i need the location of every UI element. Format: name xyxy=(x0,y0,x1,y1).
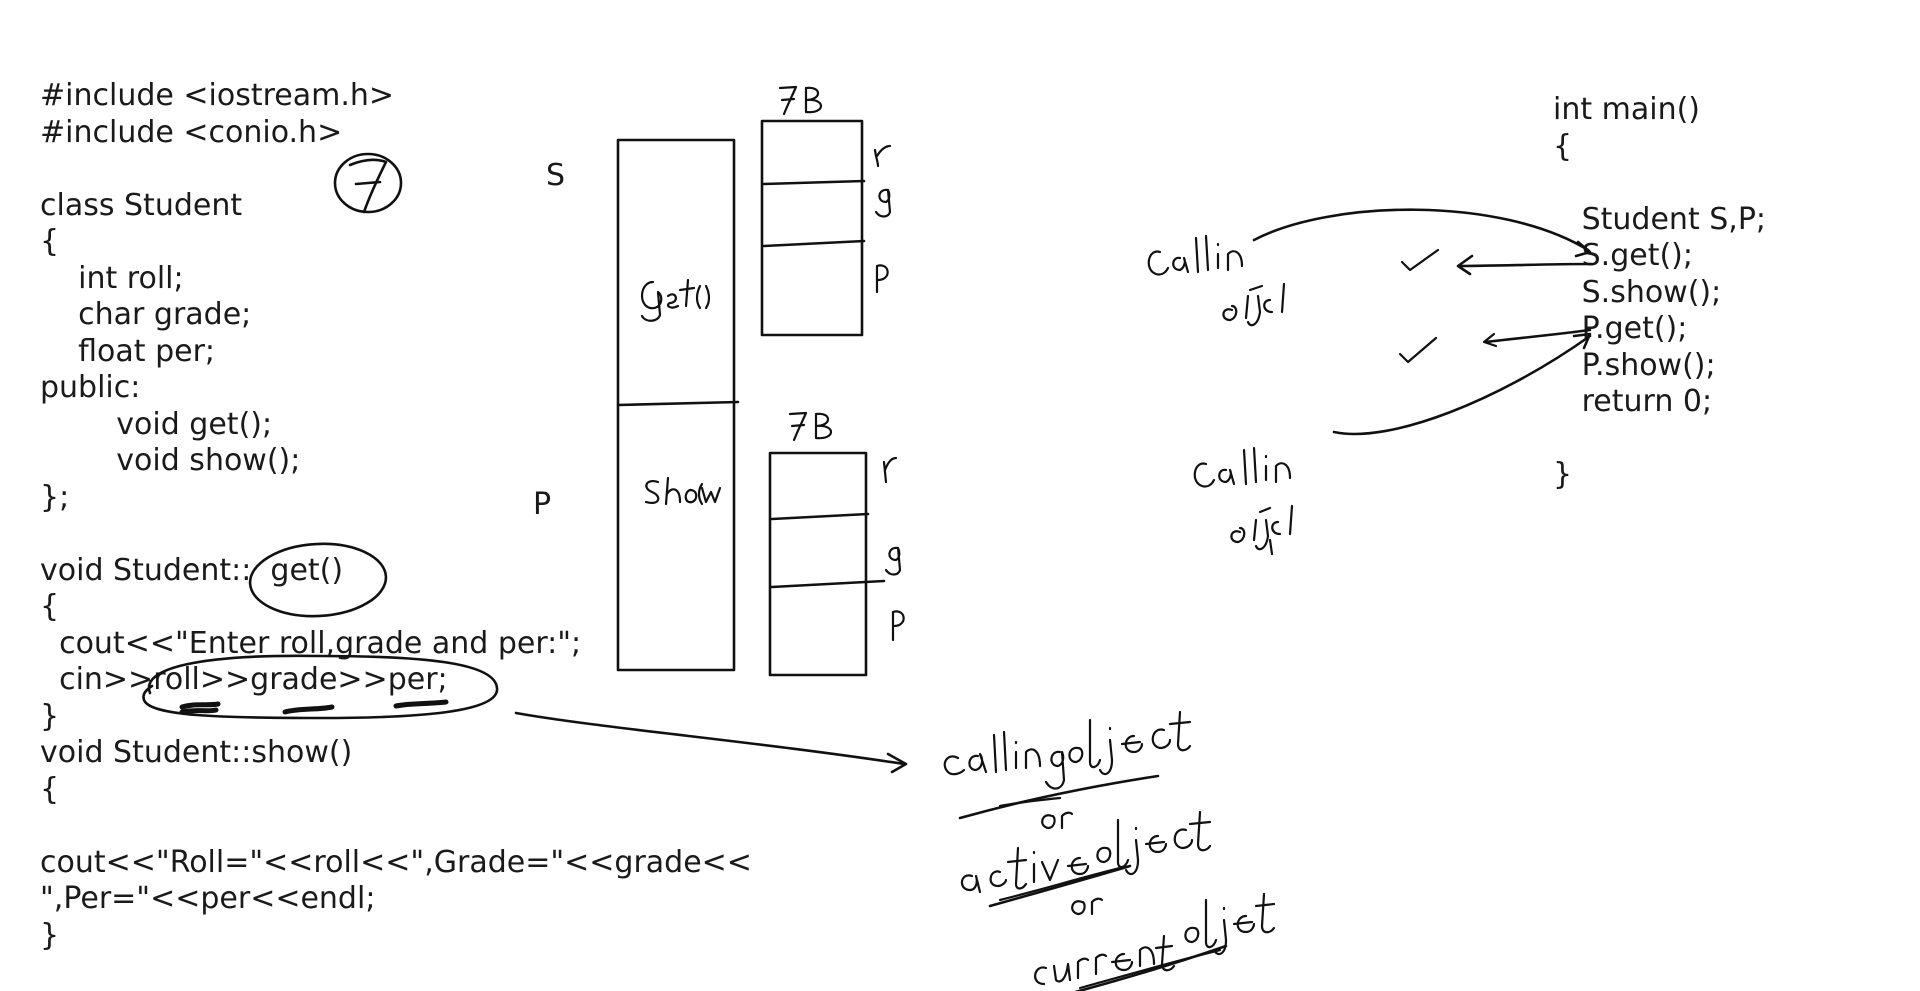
code-line: int roll; xyxy=(40,260,184,296)
code-line: void Student:: get() xyxy=(40,552,344,588)
object-label-p: P xyxy=(533,487,552,522)
calling-object-note xyxy=(943,710,1276,991)
object-label-s: S xyxy=(546,158,566,193)
class-code-block: #include <iostream.h>#include <conio.h> c… xyxy=(40,78,752,954)
code-line: void Student::show() xyxy=(40,735,353,770)
code-line: { xyxy=(40,589,60,624)
arrow-calling-object-to-s-get xyxy=(1252,208,1592,258)
object-s-memory-box xyxy=(760,85,892,337)
get-circle xyxy=(248,542,388,618)
calling-object-label-top xyxy=(1147,234,1286,327)
code-line: } xyxy=(40,698,60,734)
code-line: #include <conio.h> xyxy=(40,114,343,150)
code-line: } xyxy=(40,917,60,953)
code-line: int main() xyxy=(1553,92,1701,127)
code-line: { xyxy=(40,224,60,259)
code-line: P.show(); xyxy=(1553,347,1716,383)
main-function-code-block: int main(){ Student S,P; S.get(); S.show… xyxy=(1553,92,1766,494)
code-line: } xyxy=(1553,457,1573,492)
code-line: float per; xyxy=(40,333,216,369)
code-line: return 0; xyxy=(1553,384,1713,419)
code-line: S.get(); xyxy=(1553,238,1693,273)
code-line: Student S,P; xyxy=(1553,201,1767,237)
code-line: class Student xyxy=(40,187,243,223)
circled-number-seven xyxy=(333,152,403,214)
member-function-box xyxy=(616,138,740,672)
code-line: ",Per="<<per<<endl; xyxy=(40,881,376,916)
code-line: cout<<"Roll="<<roll<<",Grade="<<grade<< xyxy=(40,844,752,880)
code-line: P.get(); xyxy=(1553,311,1688,346)
code-line: cin>>roll>>grade>>per; xyxy=(40,662,448,697)
code-line: public: xyxy=(40,370,141,405)
code-line: }; xyxy=(40,479,70,515)
code-line: void get(); xyxy=(40,406,273,442)
code-line: S.show(); xyxy=(1553,274,1722,310)
calling-object-label-bottom xyxy=(1193,446,1294,556)
members-circle xyxy=(142,654,499,720)
code-line: { xyxy=(40,771,60,807)
arrow-to-calling-object-note xyxy=(514,711,908,774)
arrow-p-get-to-check xyxy=(1398,328,1592,364)
code-line: #include <iostream.h> xyxy=(40,78,395,113)
code-line: void show(); xyxy=(40,443,301,478)
code-line: { xyxy=(1553,128,1573,164)
arrow-calling-object-to-p-get xyxy=(1332,332,1592,436)
object-p-memory-box xyxy=(768,411,905,677)
code-line: char grade; xyxy=(40,297,252,332)
arrow-s-get-to-check xyxy=(1400,248,1594,276)
